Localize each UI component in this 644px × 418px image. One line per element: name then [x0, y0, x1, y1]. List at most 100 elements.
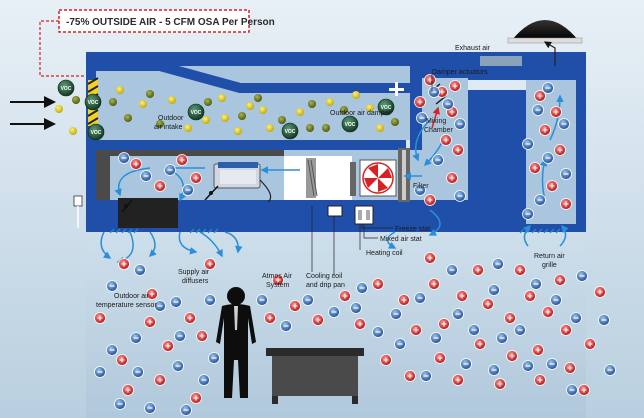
incoming-air-arrows: [10, 96, 56, 130]
mix-arrow: [431, 106, 440, 129]
voc-particle-label: VOC: [191, 110, 202, 116]
voc-particle: [87, 123, 105, 141]
positive-ion-sign: [507, 315, 513, 321]
positive-ion-sign: [149, 291, 155, 297]
positive-ion-sign: [509, 353, 515, 359]
positive-ion-sign: [437, 355, 443, 361]
positive-ion-sign: [532, 165, 538, 171]
pollen-particle: [168, 96, 176, 104]
label-supply-air-1: Supply air: [178, 269, 210, 276]
dust-particle: [238, 112, 246, 120]
positive-ion-sign: [455, 377, 461, 383]
exhaust-dome: [480, 20, 583, 66]
positive-ion-sign: [97, 315, 103, 321]
person-silhouette: [216, 287, 256, 398]
positive-ion-sign: [292, 303, 298, 309]
table: [266, 348, 364, 404]
positive-ion-sign: [193, 175, 199, 181]
positive-ion-sign: [157, 183, 163, 189]
dust-particle: [278, 116, 286, 124]
positive-ion-sign: [549, 183, 555, 189]
positive-ion-sign: [427, 255, 433, 261]
positive-ion-sign: [443, 137, 449, 143]
label-return-air-2: grille: [542, 262, 557, 269]
label-exhaust-air: Exhaust air: [455, 45, 491, 52]
label-cooling-coil-1: Cooling coil: [306, 273, 343, 280]
positive-ion-sign: [557, 147, 563, 153]
pollen-particle: [259, 106, 267, 114]
banner-callout: -75% OUTSIDE AIR - 5 CFM OSA Per Person: [39, 9, 275, 77]
positive-ion-sign: [563, 327, 569, 333]
dust-particle: [340, 106, 348, 114]
pollen-particle: [366, 104, 374, 112]
dust-particle: [124, 114, 132, 122]
positive-ion-sign: [545, 309, 551, 315]
pollen-particle: [69, 127, 77, 135]
positive-ion-sign: [121, 261, 127, 267]
pollen-particle: [184, 124, 192, 132]
positive-ion-sign: [187, 315, 193, 321]
cooling-coil: [284, 156, 356, 200]
positive-ion-sign: [315, 317, 321, 323]
label-supply-air-2: diffusers: [182, 278, 209, 285]
outdoor-temp-sensor: [73, 195, 83, 207]
stats: [327, 205, 374, 225]
label-freeze-stat: Freeze stat: [395, 226, 430, 233]
positive-ion-sign: [431, 281, 437, 287]
positive-ion-sign: [199, 333, 205, 339]
pollen-particle: [116, 86, 124, 94]
positive-ion-sign: [165, 343, 171, 349]
positive-ion-sign: [535, 347, 541, 353]
label-atmos-air-1: Atmos Air: [262, 273, 293, 280]
label-outdoor-air-intake-2: air intake: [154, 124, 183, 131]
dust-particle: [72, 96, 80, 104]
dust-particle: [109, 98, 117, 106]
pollen-particle: [376, 124, 384, 132]
positive-ion-sign: [557, 277, 563, 283]
positive-ion-sign: [527, 293, 533, 299]
plus-sign-icon: [389, 82, 404, 96]
positive-ion-sign: [517, 267, 523, 273]
label-mixing-chamber-1: Mixing: [426, 118, 446, 125]
label-outdoor-temp-1: Outdoor air: [114, 293, 150, 300]
positive-ion-sign: [427, 197, 433, 203]
positive-ion-sign: [179, 157, 185, 163]
positive-ion-sign: [407, 373, 413, 379]
voc-particle: [57, 79, 75, 97]
pollen-particle: [246, 102, 254, 110]
positive-ion-sign: [452, 83, 458, 89]
positive-ion-sign: [375, 281, 381, 287]
voc-particle-label: VOC: [88, 100, 99, 106]
positive-ion-sign: [441, 321, 447, 327]
pollen-particle: [266, 124, 274, 132]
positive-ion-sign: [449, 175, 455, 181]
label-outdoor-temp-2: temperature sensor: [96, 302, 157, 309]
positive-ion-sign: [413, 327, 419, 333]
positive-ion-sign: [193, 395, 199, 401]
voc-particle: [281, 122, 299, 140]
positive-ion-sign: [587, 341, 593, 347]
positive-ion-sign: [275, 277, 281, 283]
positive-ion-sign: [357, 321, 363, 327]
positive-ion-sign: [537, 377, 543, 383]
positive-ion-sign: [537, 93, 543, 99]
label-damper-actuators: Damper actuators: [432, 69, 488, 76]
label-heating-coil: Heating coil: [366, 250, 403, 257]
voc-particle: [377, 98, 395, 116]
positive-ion-sign: [125, 387, 131, 393]
voc-particle-label: VOC: [61, 86, 72, 92]
positive-ion-sign: [553, 109, 559, 115]
fan: [359, 159, 397, 197]
voc-particle: [84, 93, 102, 111]
positive-ion-sign: [581, 387, 587, 393]
positive-ion-sign: [567, 365, 573, 371]
duct-system: [86, 52, 586, 232]
dust-particle: [254, 94, 262, 102]
atmos-air-unit: [213, 162, 272, 203]
pollen-particle: [218, 94, 226, 102]
positive-ion-sign: [475, 267, 481, 273]
leader-lines: [311, 74, 433, 276]
pollen-particle: [234, 127, 242, 135]
